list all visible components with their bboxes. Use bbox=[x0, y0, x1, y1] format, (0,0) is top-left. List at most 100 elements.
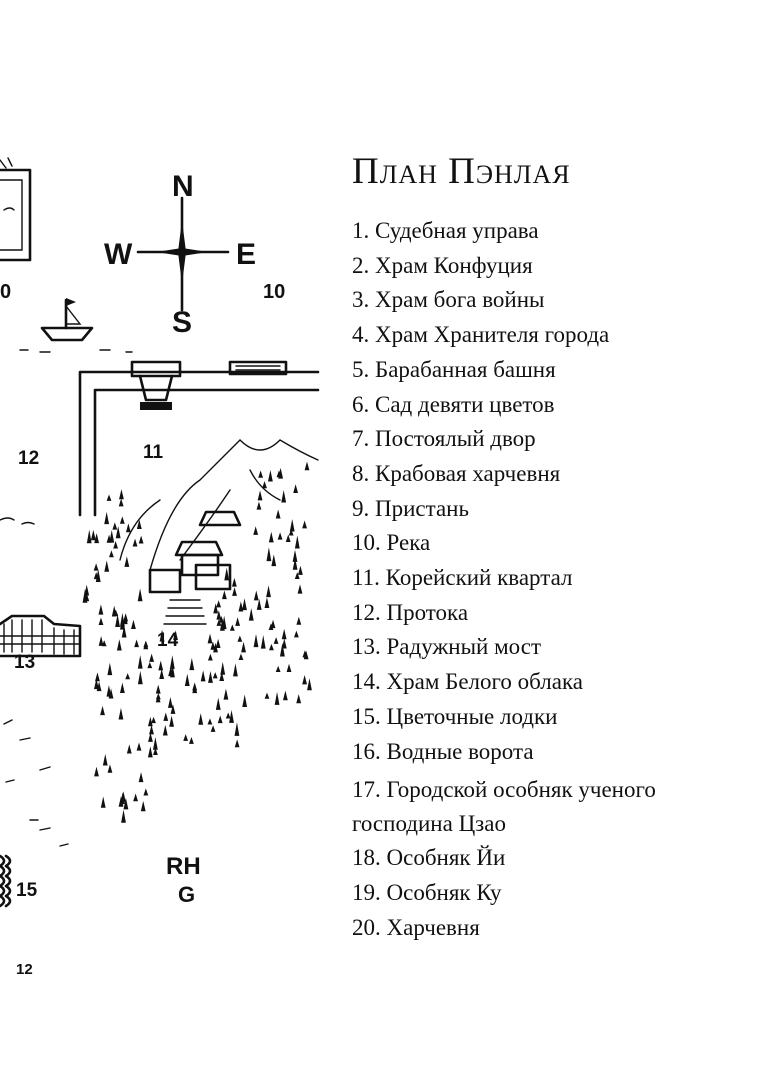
tree-icon bbox=[302, 650, 308, 658]
tree-icon bbox=[224, 567, 230, 581]
tree-icon bbox=[124, 556, 130, 567]
tree-icon bbox=[198, 713, 204, 725]
tree-icon bbox=[138, 535, 144, 544]
tree-icon bbox=[273, 637, 279, 644]
legend-item: 4. Храм Хранителя города bbox=[352, 322, 610, 348]
tree-icon bbox=[293, 484, 299, 493]
tree-icon bbox=[242, 598, 247, 611]
tree-icon bbox=[113, 541, 119, 549]
signature-rh: RH bbox=[166, 853, 201, 880]
tree-icon bbox=[229, 624, 235, 631]
tree-icon bbox=[147, 746, 153, 758]
tree-icon bbox=[298, 565, 303, 575]
tree-icon bbox=[281, 638, 287, 649]
tree-icon bbox=[277, 532, 283, 540]
legend-item: 14. Храм Белого облака bbox=[352, 669, 583, 695]
tree-icon bbox=[213, 642, 218, 653]
tree-icon bbox=[216, 610, 222, 620]
tree-icon bbox=[123, 797, 129, 810]
compass-rose: N S E W bbox=[104, 170, 256, 339]
tree-icon bbox=[140, 800, 146, 812]
map-label-korean-quarter: 11 bbox=[143, 442, 164, 463]
tree-icon bbox=[134, 639, 140, 648]
tree-icon bbox=[286, 663, 292, 673]
tree-icon bbox=[220, 661, 226, 675]
tree-icon bbox=[233, 663, 238, 677]
tree-icon bbox=[136, 519, 142, 529]
tree-icon bbox=[288, 529, 294, 536]
tree-icon bbox=[119, 489, 124, 500]
tree-icon bbox=[119, 682, 125, 693]
tree-icon bbox=[151, 716, 156, 724]
legend-item: 11. Корейский квартал bbox=[352, 565, 573, 591]
tree-icon bbox=[95, 569, 101, 582]
tree-icon bbox=[238, 601, 244, 612]
tree-icon bbox=[253, 526, 259, 535]
tree-icon bbox=[293, 630, 299, 638]
map-label-temple: 14 bbox=[157, 630, 179, 651]
tree-icon bbox=[149, 724, 154, 735]
tree-icon bbox=[256, 598, 262, 610]
tree-icon bbox=[183, 734, 189, 741]
legend-item: 6. Сад девяти цветов bbox=[352, 391, 555, 417]
legend-item: 18. Особняк Йи bbox=[352, 845, 506, 871]
tree-icon bbox=[147, 716, 153, 727]
tree-icon bbox=[148, 732, 153, 742]
tree-icon bbox=[93, 563, 99, 571]
tree-icon bbox=[270, 619, 276, 629]
tree-icon bbox=[221, 590, 227, 600]
tree-icon bbox=[281, 490, 287, 503]
tree-icon bbox=[289, 518, 295, 532]
tree-icon bbox=[100, 796, 106, 808]
tree-icon bbox=[94, 678, 99, 690]
forest bbox=[82, 461, 312, 823]
tree-icon bbox=[232, 587, 237, 596]
tree-icon bbox=[294, 572, 300, 580]
tree-icon bbox=[266, 547, 272, 562]
tree-icon bbox=[269, 643, 274, 651]
compass-south: S bbox=[172, 306, 192, 339]
tree-icon bbox=[118, 498, 124, 507]
tree-icon bbox=[200, 670, 206, 682]
tree-icon bbox=[170, 664, 175, 678]
tree-icon bbox=[115, 613, 120, 627]
tree-icon bbox=[143, 640, 149, 650]
tree-icon bbox=[307, 678, 312, 691]
tree-icon bbox=[267, 470, 273, 482]
tree-icon bbox=[155, 684, 161, 694]
tree-icon bbox=[266, 585, 271, 598]
tree-icon bbox=[229, 709, 234, 723]
tree-icon bbox=[275, 665, 281, 672]
tree-icon bbox=[260, 635, 266, 649]
tree-icon bbox=[84, 593, 90, 602]
legend-item: 17. Городской особняк ученого господина … bbox=[352, 777, 656, 837]
tree-icon bbox=[137, 655, 143, 669]
tree-icon bbox=[276, 470, 282, 478]
legend-item: 8. Крабовая харчевня bbox=[352, 460, 561, 486]
tree-icon bbox=[212, 672, 218, 679]
tree-icon bbox=[268, 623, 274, 630]
compass-east: E bbox=[236, 238, 256, 271]
tree-icon bbox=[242, 694, 248, 708]
city-wall bbox=[78, 360, 320, 517]
tree-icon bbox=[102, 753, 108, 766]
tree-icon bbox=[121, 809, 126, 823]
tree-icon bbox=[274, 691, 280, 705]
tree-icon bbox=[235, 617, 241, 626]
compass-west: W bbox=[104, 238, 133, 271]
tree-icon bbox=[98, 617, 104, 626]
map-label-channel: 12 bbox=[18, 448, 39, 469]
legend-item: 3. Храм бога войны bbox=[352, 287, 545, 313]
tree-icon bbox=[113, 609, 119, 617]
tree-icon bbox=[210, 641, 216, 650]
tree-icon bbox=[169, 715, 175, 727]
legend-item: 10. Река bbox=[352, 530, 431, 556]
tree-icon bbox=[162, 724, 168, 736]
tree-icon bbox=[257, 490, 263, 501]
tree-icon bbox=[215, 638, 221, 649]
tree-icon bbox=[106, 494, 112, 501]
tree-icon bbox=[264, 597, 270, 609]
legend-item: 5. Барабанная башня bbox=[352, 356, 556, 382]
map-label-channel-bottom: 12 bbox=[16, 961, 33, 978]
tree-icon bbox=[159, 629, 165, 642]
